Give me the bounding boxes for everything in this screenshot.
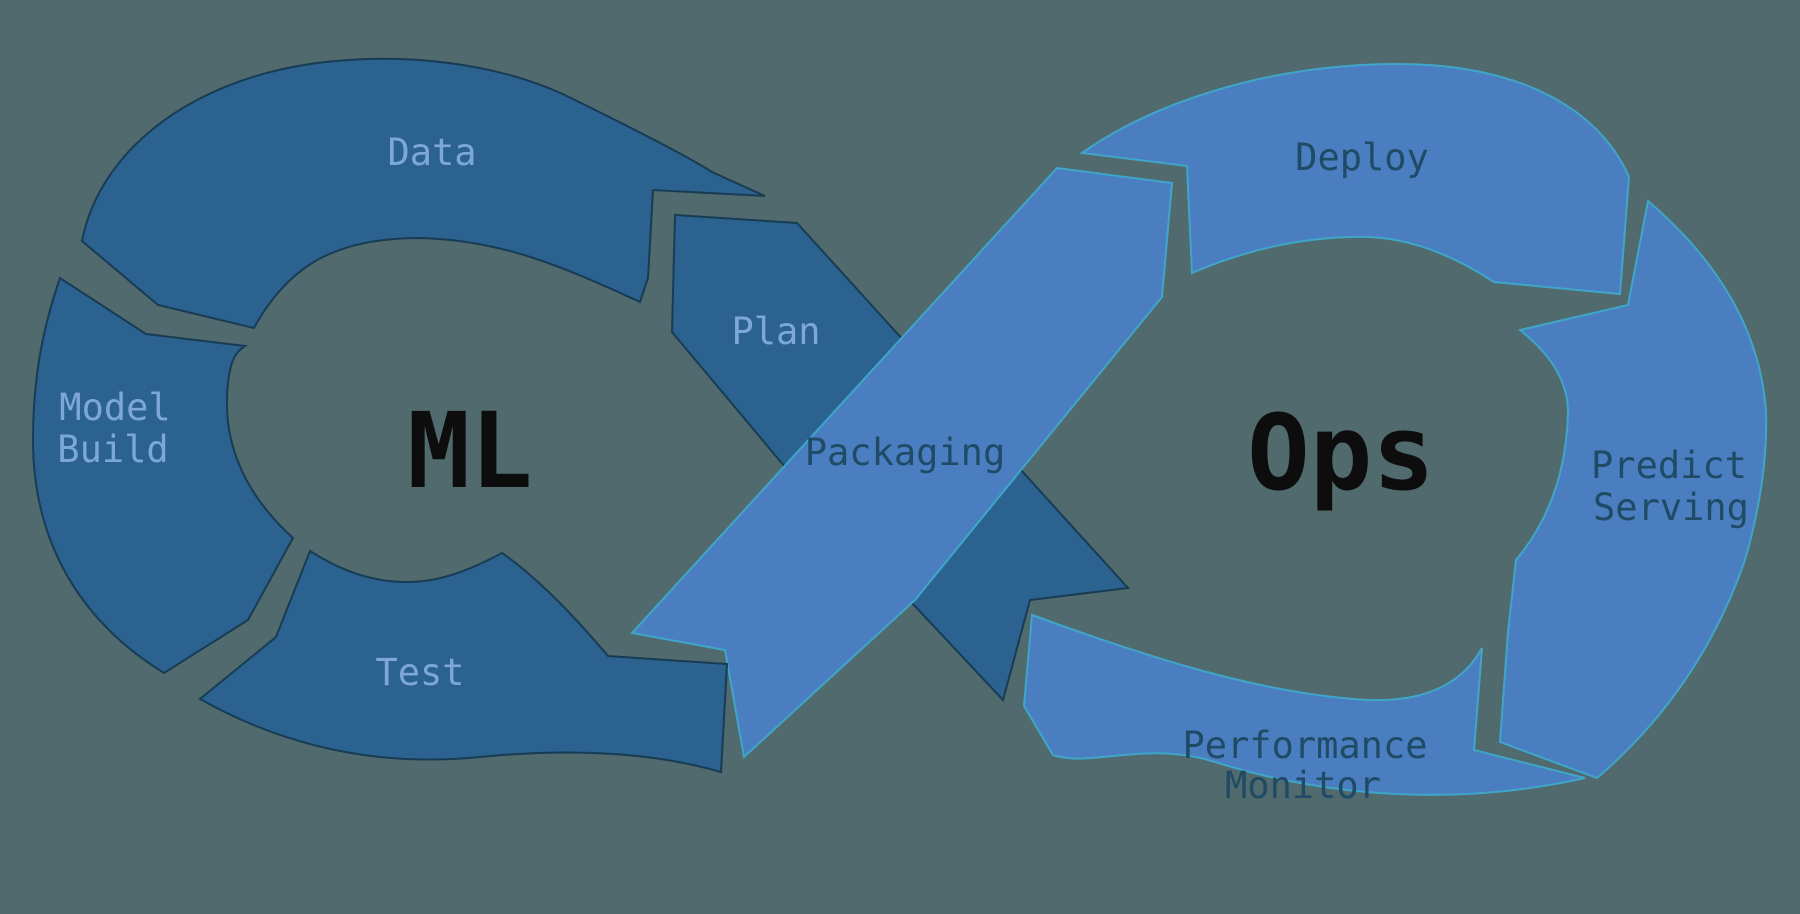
model-build-arc-segment <box>31 276 295 675</box>
predict-serving-arc-segment <box>1498 199 1768 780</box>
model-build-stage-label-line1: Model <box>59 386 170 429</box>
plan-stage-label: Plan <box>731 310 820 353</box>
performance-monitor-arc-segment <box>1022 613 1586 796</box>
test-arc-segment <box>198 549 729 774</box>
data-arc-segment <box>80 57 766 330</box>
deploy-stage-label: Deploy <box>1295 136 1429 179</box>
model-build-stage-label-line2: Build <box>57 428 168 471</box>
ml-loop-title: ML <box>407 390 532 512</box>
deploy-arc-segment <box>1079 62 1631 296</box>
ops-loop-title: Ops <box>1247 392 1435 514</box>
packaging-ribbon-segment <box>630 166 1174 759</box>
data-stage-label: Data <box>387 131 476 174</box>
test-stage-label: Test <box>375 651 464 694</box>
performance-monitor-stage-label-line1: Performance <box>1182 724 1427 767</box>
packaging-stage-label: Packaging <box>805 431 1005 474</box>
predict-serving-stage-label-line1: Predict <box>1591 444 1747 487</box>
predict-serving-stage-label-line2: Serving <box>1593 486 1749 529</box>
performance-monitor-stage-label-line2: Monitor <box>1225 764 1381 807</box>
